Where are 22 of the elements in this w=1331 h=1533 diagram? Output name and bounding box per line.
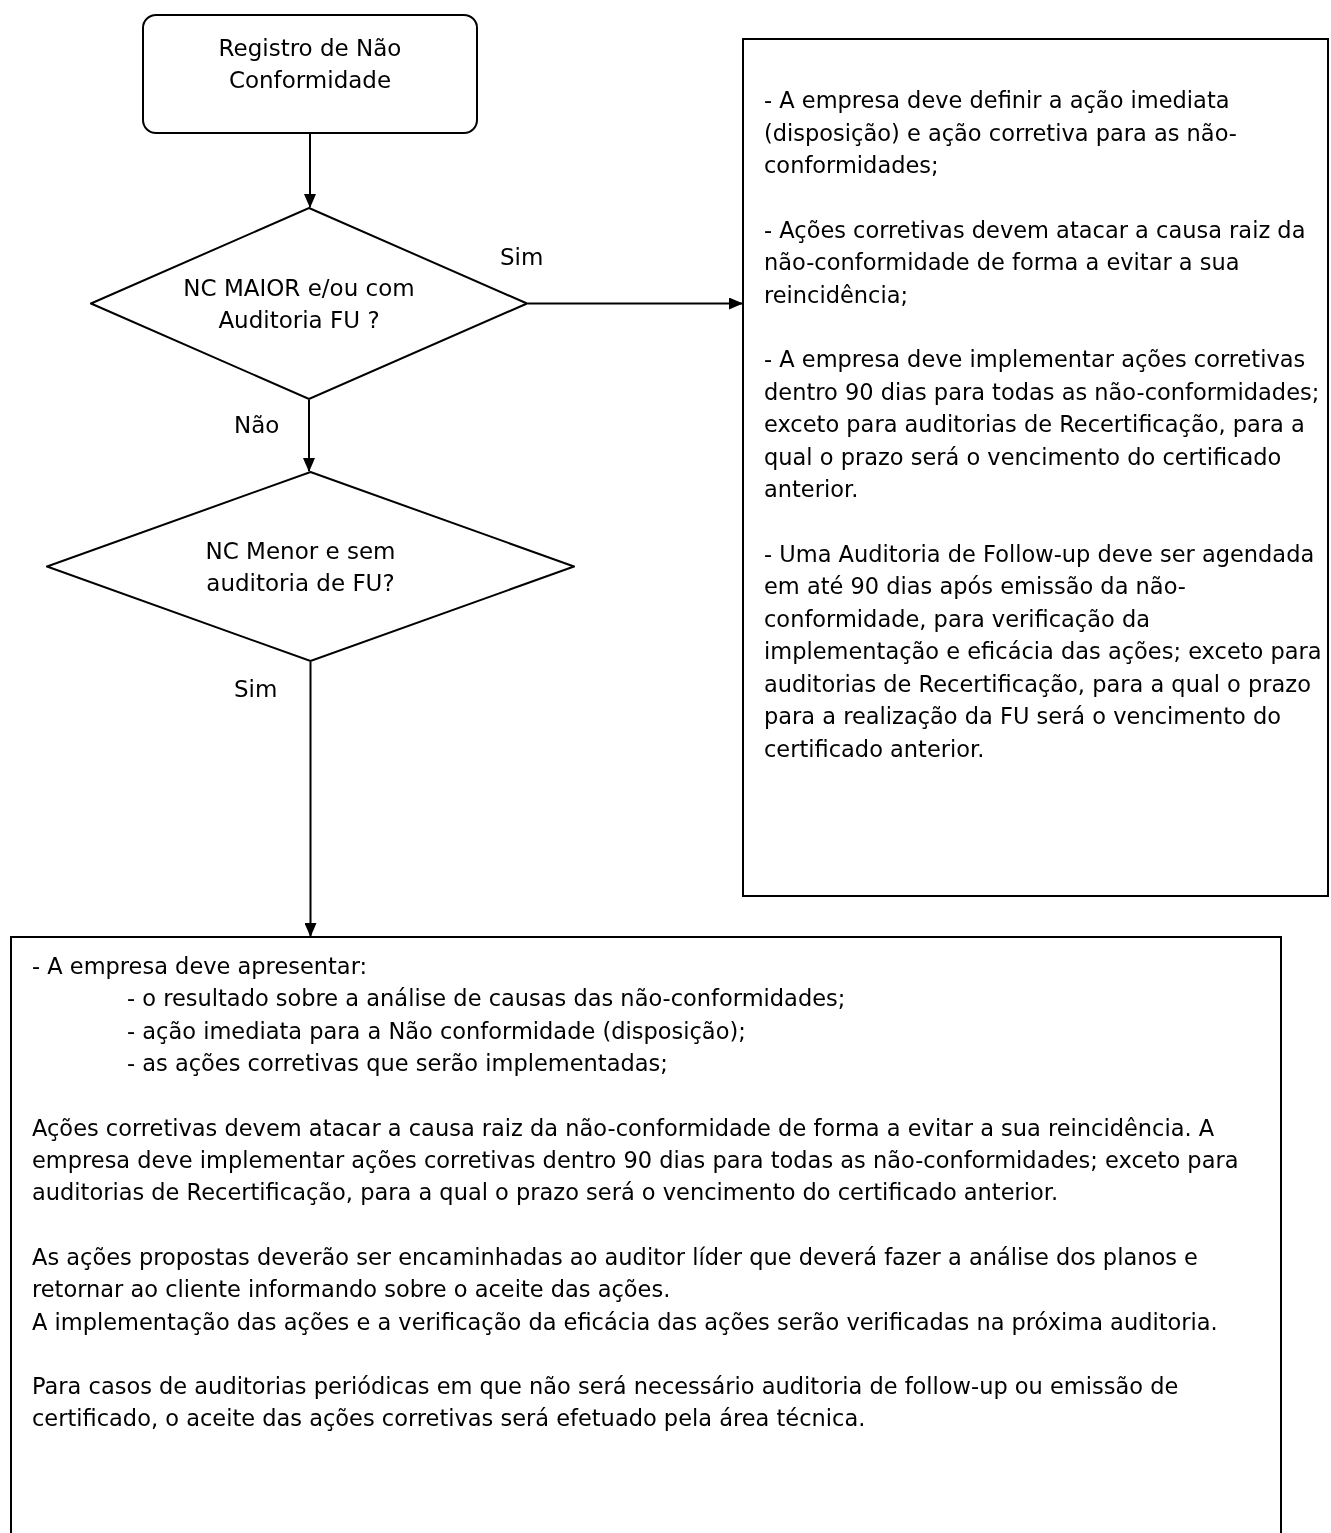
decision-text: NC MAIOR e/ou com Auditoria FU ? (182, 273, 416, 335)
arrow (527, 297, 743, 310)
note-box (10, 936, 1282, 1533)
arrow (304, 133, 316, 208)
arrow (303, 399, 315, 472)
arrow (304, 661, 317, 937)
note-paragraph: Para casos de auditorias periódicas em que não será necessário auditoria de follow-up ou emissão de certificado, o aceite das ações corretivas será efetuado pela área técnica. (32, 1372, 1180, 1434)
list-item: - as ações corretivas que serão implementadas; (126, 1049, 669, 1079)
note-paragraph: - Ações corretivas devem atacar a causa raiz da não-conformidade de forma a evitar a sua reincidência; (764, 215, 1307, 310)
box-text: Registro de Não Conformidade (217, 34, 403, 95)
note-paragraph: - A empresa deve apresentar: (32, 952, 369, 981)
note-box (742, 38, 1329, 897)
note-paragraph: Ações corretivas devem atacar a causa raiz da não-conformidade de forma a evitar a sua reincidência. A empresa deve implementar ações corretivas dentro 90 dias para todas as não-conformidades; exceto para auditorias de Recertificação, para a qual o prazo será o vencimento do certificado anterior. (32, 1113, 1240, 1208)
list-item: - ação imediata para a Não conformidade (disposição); (126, 1016, 747, 1046)
note-paragraph: A implementação das ações e a verificação da eficácia das ações serão verificadas na próxima auditoria. (32, 1307, 1219, 1337)
start-box (142, 14, 478, 134)
note-paragraph: - A empresa deve implementar ações corretivas dentro 90 dias para todas as não-conformidades; exceto para auditorias de Recertificação, para a qual o prazo será o vencimento do certificado anterior. (764, 345, 1321, 504)
note-paragraph: - A empresa deve definir a ação imediata (disposição) e ação corretiva para as não-conformidades; (764, 86, 1238, 180)
decision-text: NC Menor e sem auditoria de FU? (204, 536, 397, 598)
note-paragraph: As ações propostas deverão ser encaminhadas ao auditor líder que deverá fazer a análise dos planos e retornar ao cliente informando sobre o aceite das ações. (32, 1242, 1199, 1305)
list-item: - o resultado sobre a análise de causas das não-conformidades; (126, 984, 847, 1014)
note-paragraph: - Uma Auditoria de Follow-up deve ser agendada em até 90 dias após emissão da não-conformidade, para verificação da implementação e eficácia das ações; exceto para auditorias de Recertificação, para a qual o prazo para a realização da FU será o vencimento do certificado anterior. (764, 539, 1323, 764)
